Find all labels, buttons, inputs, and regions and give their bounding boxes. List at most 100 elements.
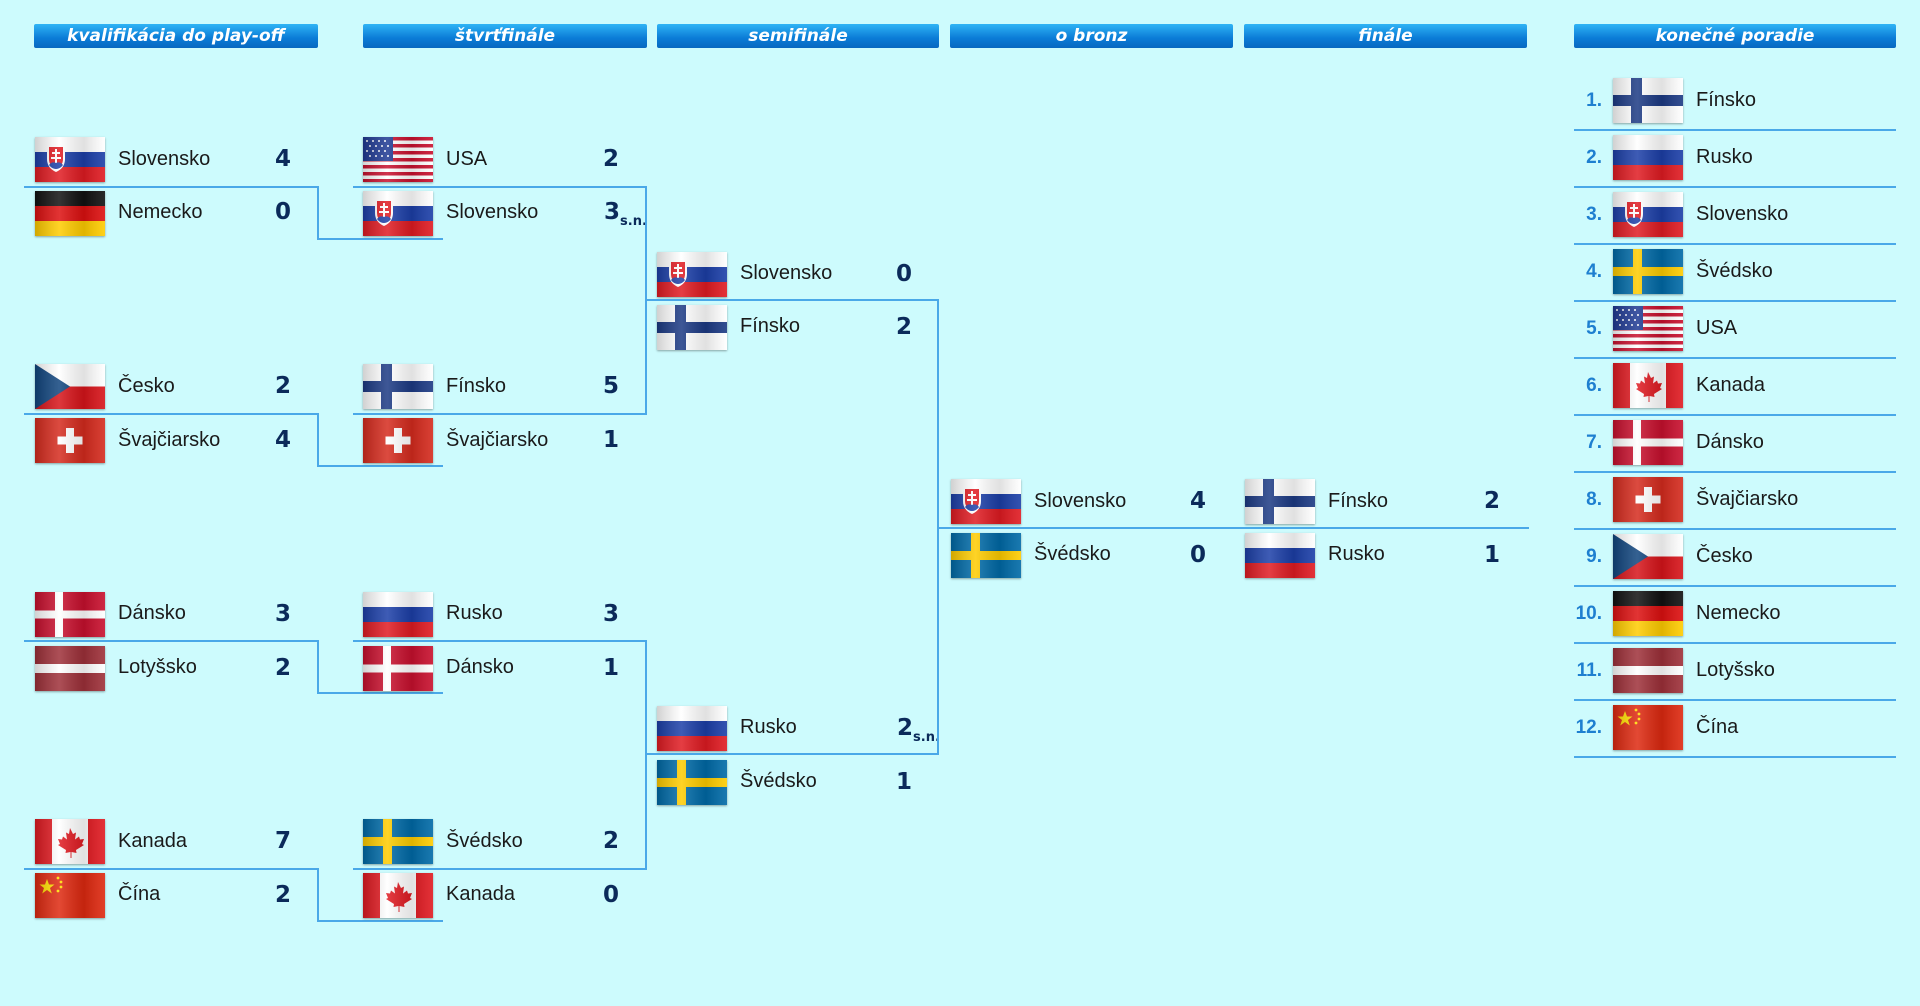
den-flag-icon: [363, 646, 433, 691]
standing-team: Dánsko: [1696, 431, 1764, 453]
den-flag-icon: [1613, 420, 1683, 465]
rus-flag-icon: [1613, 135, 1683, 180]
sui-flag-icon: [363, 418, 433, 463]
standing-team: Nemecko: [1696, 602, 1781, 624]
ger-flag-icon: [35, 191, 105, 236]
standing-rank: 12.: [1575, 717, 1602, 738]
score: 0: [602, 882, 619, 908]
standing-separator: [1574, 357, 1896, 359]
score: 4: [274, 427, 291, 453]
cze-flag-icon: [35, 364, 105, 409]
swe-flag-icon: [951, 533, 1021, 578]
bracket-line: [353, 413, 647, 415]
bracket-line: [645, 640, 647, 870]
score: 0: [274, 199, 291, 225]
standing-rank: 9.: [1586, 546, 1602, 567]
bracket-line: [317, 920, 443, 922]
lat-flag-icon: [35, 646, 105, 691]
can-flag-icon: [1613, 363, 1683, 408]
standing-separator: [1574, 585, 1896, 587]
team-name: Švédsko: [446, 830, 523, 852]
score: 2: [1483, 488, 1500, 514]
bracket-line: [317, 186, 319, 240]
ger-flag-icon: [1613, 591, 1683, 636]
score: 1: [602, 655, 619, 681]
header-standings: konečné poradie: [1574, 24, 1896, 48]
standing-separator: [1574, 528, 1896, 530]
standing-team: Slovensko: [1696, 203, 1789, 225]
rus-flag-icon: [1245, 533, 1315, 578]
standing-team: USA: [1696, 317, 1738, 339]
chn-flag-icon: [35, 873, 105, 918]
bracket-line: [24, 640, 318, 642]
team-name: Dánsko: [118, 602, 186, 624]
svk-flag-icon: [951, 479, 1021, 524]
sui-flag-icon: [35, 418, 105, 463]
rus-flag-icon: [657, 706, 727, 751]
bracket-line: [353, 868, 647, 870]
standing-rank: 3.: [1586, 204, 1602, 225]
score: 3s.n.: [604, 199, 647, 229]
team-name: Česko: [118, 375, 175, 397]
fin-flag-icon: [1245, 479, 1315, 524]
team-name: Nemecko: [118, 201, 203, 223]
score: 2: [274, 882, 291, 908]
score: 2: [602, 828, 619, 854]
team-name: Švédsko: [1034, 543, 1111, 565]
swe-flag-icon: [363, 819, 433, 864]
score: 5: [602, 373, 619, 399]
bracket-line: [353, 640, 647, 642]
swe-flag-icon: [657, 760, 727, 805]
bracket-line: [647, 299, 939, 301]
team-name: Slovensko: [740, 262, 833, 284]
standing-separator: [1574, 642, 1896, 644]
can-flag-icon: [35, 819, 105, 864]
score: 3: [274, 601, 291, 627]
sui-flag-icon: [1613, 477, 1683, 522]
chn-flag-icon: [1613, 705, 1683, 750]
bracket-line: [317, 640, 319, 694]
svk-flag-icon: [363, 191, 433, 236]
score: 3: [602, 601, 619, 627]
standing-team: Čína: [1696, 716, 1739, 738]
bracket-line: [317, 238, 443, 240]
standing-rank: 7.: [1586, 432, 1602, 453]
standing-rank: 6.: [1586, 375, 1602, 396]
fin-flag-icon: [657, 305, 727, 350]
standing-separator: [1574, 699, 1896, 701]
team-name: Fínsko: [446, 375, 507, 397]
team-name: Čína: [118, 883, 161, 905]
bracket-line: [317, 692, 443, 694]
score: 0: [1189, 542, 1206, 568]
bracket-line: [647, 753, 939, 755]
bracket-line: [937, 299, 939, 755]
overtime-suffix: s.n.: [913, 730, 940, 745]
fin-flag-icon: [1613, 78, 1683, 123]
bracket-line: [317, 465, 443, 467]
score: 1: [1483, 542, 1500, 568]
lat-flag-icon: [1613, 648, 1683, 693]
header-quarterfinal: štvrťfinále: [363, 24, 647, 48]
den-flag-icon: [35, 592, 105, 637]
swe-flag-icon: [1613, 249, 1683, 294]
svk-flag-icon: [35, 137, 105, 182]
standing-team: Švajčiarsko: [1696, 488, 1799, 510]
standing-rank: 2.: [1586, 147, 1602, 168]
score: 4: [274, 146, 291, 172]
score: 2: [895, 314, 912, 340]
team-name: Kanada: [118, 830, 187, 852]
team-name: Rusko: [1328, 543, 1385, 565]
team-name: Lotyšsko: [118, 656, 197, 678]
standing-separator: [1574, 300, 1896, 302]
team-name: Fínsko: [740, 315, 801, 337]
bracket-line: [939, 527, 1529, 529]
team-name: Slovensko: [1034, 490, 1127, 512]
header-qualification: kvalifikácia do play-off: [34, 24, 318, 48]
standing-rank: 4.: [1586, 261, 1602, 282]
score: 0: [895, 261, 912, 287]
header-final: finále: [1244, 24, 1527, 48]
usa-flag-icon: [1613, 306, 1683, 351]
team-name: Švédsko: [740, 770, 817, 792]
can-flag-icon: [363, 873, 433, 918]
